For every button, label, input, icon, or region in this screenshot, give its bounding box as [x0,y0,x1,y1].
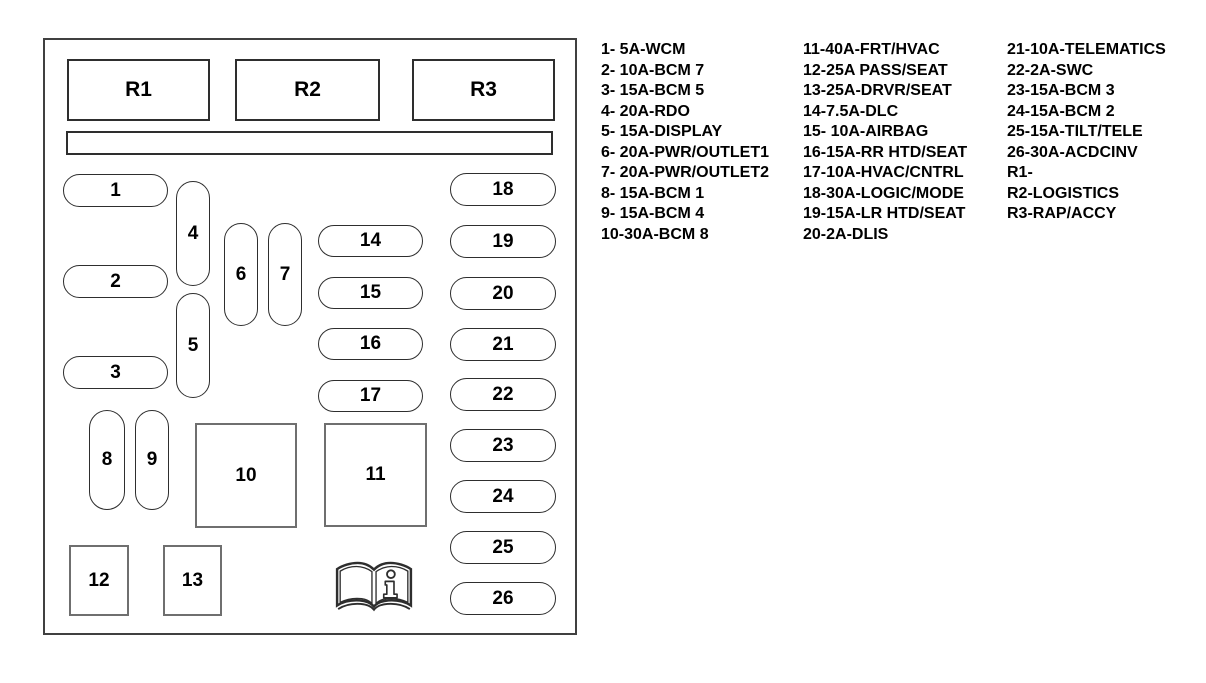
fuse-3: 3 [63,356,168,389]
legend-item: 17-10A-HVAC/CNTRL [803,164,964,181]
legend-item: 26-30A-ACDCINV [1007,143,1138,161]
fuse-2: 2 [63,265,168,298]
legend-item: 13-25A-DRVR/SEAT [803,82,952,99]
legend-item: 9- 15A-BCM 4 [601,205,705,222]
legend-item: 21-10A-TELEMATICS [1007,41,1166,58]
fuse-4: 4 [176,181,210,286]
legend-item: 6- 20A-PWR/OUTLET1 [601,143,770,161]
fuse-24: 24 [450,480,556,513]
legend-item: 15- 10A-AIRBAG [803,123,929,140]
legend-column-1: 1- 5A-WCM 2- 10A-BCM 7 3- 15A-BCM 5 4- 2… [601,40,801,245]
owners-manual-book-info-icon [333,559,415,614]
legend-item: 2- 10A-BCM 7 [601,61,705,79]
fuse-17: 17 [318,380,423,412]
fuse-16: 16 [318,328,423,360]
fuse-9: 9 [135,410,169,510]
fuse-20: 20 [450,277,556,310]
legend-item: 22-2A-SWC [1007,61,1094,79]
legend-item: 19-15A-LR HTD/SEAT [803,205,966,222]
legend-item: 1- 5A-WCM [601,41,686,58]
legend-item: 25-15A-TILT/TELE [1007,123,1143,140]
fuse-10: 10 [195,423,297,528]
legend-item: 16-15A-RR HTD/SEAT [803,143,968,161]
fuse-15: 15 [318,277,423,309]
legend-column-2: 11-40A-FRT/HVAC 12-25A PASS/SEAT 13-25A-… [803,40,1003,245]
fuse-14: 14 [318,225,423,257]
fuse-18: 18 [450,173,556,206]
legend-item: 12-25A PASS/SEAT [803,61,948,79]
fuse-13: 13 [163,545,222,616]
legend-item: 14-7.5A-DLC [803,102,899,120]
legend-item: 23-15A-BCM 3 [1007,82,1115,99]
legend-item: 18-30A-LOGIC/MODE [803,184,964,202]
legend-item: 20-2A-DLIS [803,225,889,243]
fuse-26: 26 [450,582,556,615]
legend-item: 10-30A-BCM 8 [601,225,709,243]
relay-r3: R3 [412,59,555,121]
fuse-6: 6 [224,223,258,326]
fuse-22: 22 [450,378,556,411]
legend-item: R1- [1007,164,1033,181]
fuse-23: 23 [450,429,556,462]
relay-r2: R2 [235,59,380,121]
legend-item: 3- 15A-BCM 5 [601,82,705,99]
fuse-19: 19 [450,225,556,258]
legend-item: R2-LOGISTICS [1007,184,1120,202]
fuse-12: 12 [69,545,129,616]
fuse-11: 11 [324,423,427,527]
fuse-7: 7 [268,223,302,326]
fuse-8: 8 [89,410,125,510]
legend-item: R3-RAP/ACCY [1007,205,1117,222]
legend-item: 5- 15A-DISPLAY [601,123,723,140]
fuse-21: 21 [450,328,556,361]
fuse-5: 5 [176,293,210,398]
legend-item: 24-15A-BCM 2 [1007,102,1115,120]
fuse-25: 25 [450,531,556,564]
legend-column-3: 21-10A-TELEMATICS 22-2A-SWC 23-15A-BCM 3… [1007,40,1206,225]
legend-item: 4- 20A-RDO [601,102,690,120]
legend-item: 8- 15A-BCM 1 [601,184,705,202]
connector-strip [66,131,553,155]
legend-item: 7- 20A-PWR/OUTLET2 [601,164,770,181]
legend-item: 11-40A-FRT/HVAC [803,41,940,58]
relay-r1: R1 [67,59,210,121]
fuse-1: 1 [63,174,168,207]
